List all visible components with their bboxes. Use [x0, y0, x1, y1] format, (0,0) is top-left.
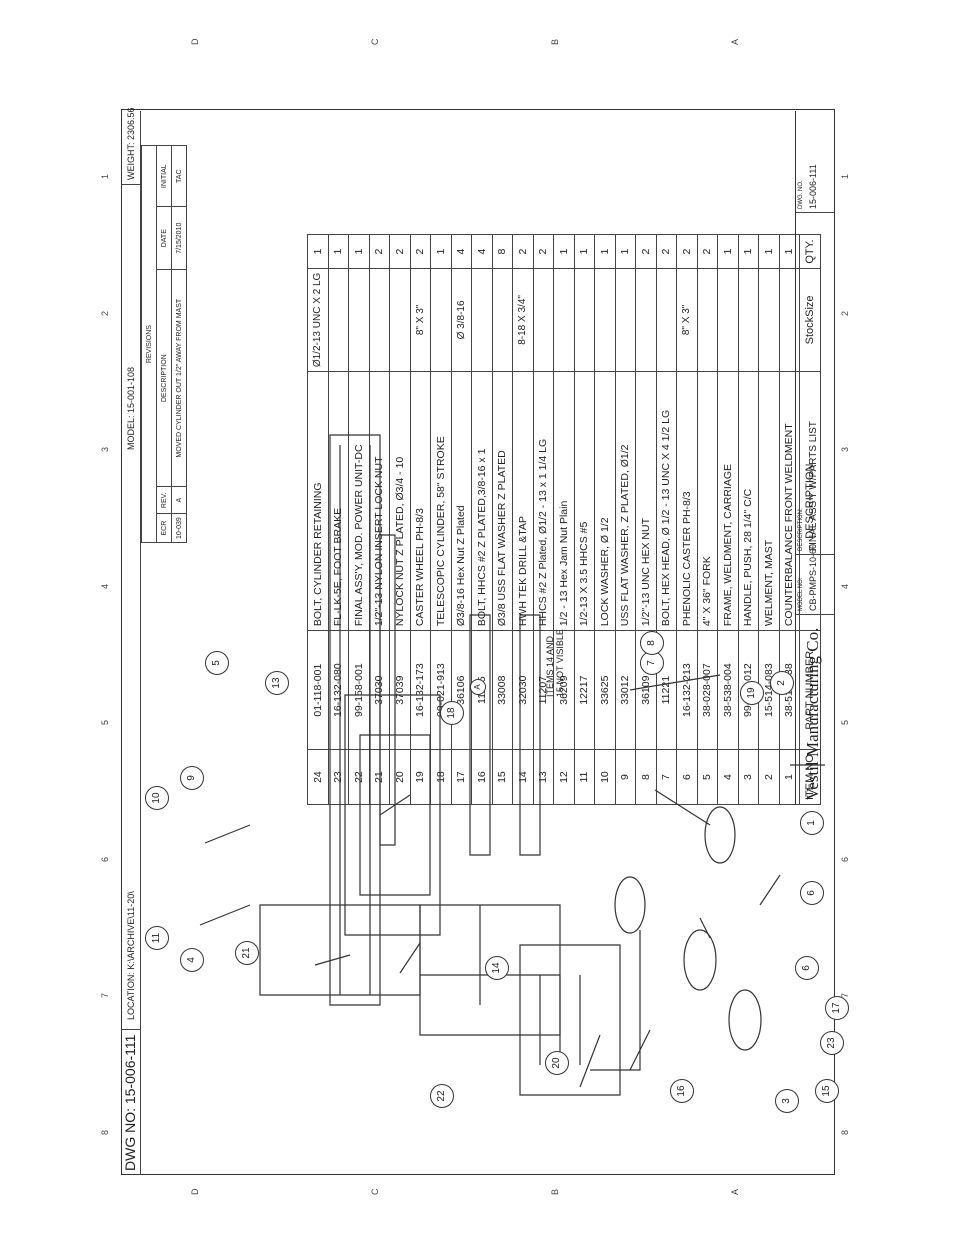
leader-lines	[199, 789, 711, 966]
balloon: 21	[235, 941, 259, 965]
balloon: 9	[180, 766, 204, 790]
balloon: 20	[545, 1051, 569, 1075]
power-unit	[519, 944, 621, 1096]
base-detail	[420, 905, 560, 1005]
balloon: 17	[825, 996, 849, 1020]
mast-rails	[339, 445, 371, 995]
balloon: 14	[485, 956, 509, 980]
fork-upper	[469, 614, 491, 856]
balloon: 2	[770, 671, 794, 695]
balloon: 23	[820, 1031, 844, 1055]
balloon: 16	[670, 1079, 694, 1103]
wheel	[728, 989, 762, 1051]
revision-marker: A	[470, 679, 486, 695]
balloon: 11	[145, 926, 169, 950]
balloon: 10	[145, 786, 169, 810]
power-unit-vents	[539, 975, 581, 1065]
mast-outline	[329, 434, 381, 1006]
hidden-items-note: ITEMS 14 AND 15 NOT VISIBLE	[545, 629, 565, 697]
balloon: 1	[800, 811, 824, 835]
balloon: 8	[640, 631, 664, 655]
balloon: 19	[740, 681, 764, 705]
leader-lines	[399, 674, 825, 1088]
balloon: 13	[265, 671, 289, 695]
counterbalance	[259, 904, 421, 996]
wheel	[614, 876, 646, 934]
balloon: 15	[815, 1079, 839, 1103]
balloon: 22	[430, 1084, 454, 1108]
wheel	[704, 806, 736, 864]
carriage-outline	[344, 694, 441, 936]
carriage-inner	[359, 734, 431, 896]
balloon: 6	[795, 956, 819, 980]
fork-lower	[519, 614, 541, 856]
push-handle	[590, 930, 641, 1071]
balloon: 5	[205, 651, 229, 675]
balloon: 3	[775, 1089, 799, 1113]
balloon: 6	[800, 881, 824, 905]
wheel	[683, 929, 717, 991]
balloon: 4	[180, 948, 204, 972]
balloon: 18	[440, 701, 464, 725]
cylinder	[379, 534, 396, 846]
